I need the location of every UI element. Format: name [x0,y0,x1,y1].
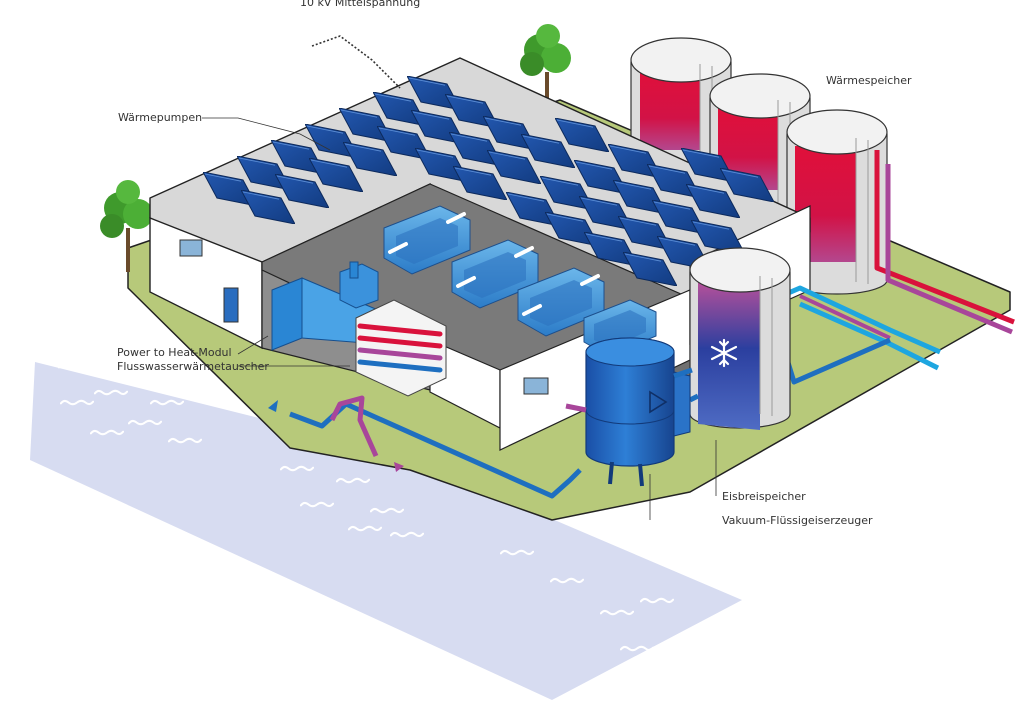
ice-slurry-storage-label: Eisbreispeicher [722,490,806,503]
power-to-heat-label: Power to Heat-Modul [117,346,232,359]
river-exchanger-label: Flusswasserwärmetauscher [117,360,269,373]
heat-pipe-red [874,150,1015,325]
tree-left [100,180,153,272]
flow-direction-arrow-icon [268,400,278,412]
play-triangle-icon [649,390,668,414]
flow-direction-arrow-icon [394,462,404,472]
tree-back [520,24,571,102]
grid-connection-label: 10 kV Mittelspannung [300,0,421,9]
cold-pipe-main [289,401,582,499]
heat-pumps-label: Wärmepumpen [118,111,203,124]
hot-pipe-river [329,395,379,458]
heat-pump-units [383,205,657,357]
vacuum-ice-generator-label: Vakuum-Flüssigeiserzeuger [722,514,873,527]
purple-link-pipe [799,294,891,340]
leader-lines [202,35,717,520]
heat-storage-label: Wärmespeicher [826,74,912,87]
river [30,362,742,700]
heat-pipe-purple [885,164,1013,335]
ice-slurry-storage-tank [688,247,791,430]
heat-storage-tank-3 [786,109,888,295]
snowflake-icon [710,338,738,368]
river-heat-exchanger [355,299,447,397]
vacuum-ice-generator [565,337,693,487]
